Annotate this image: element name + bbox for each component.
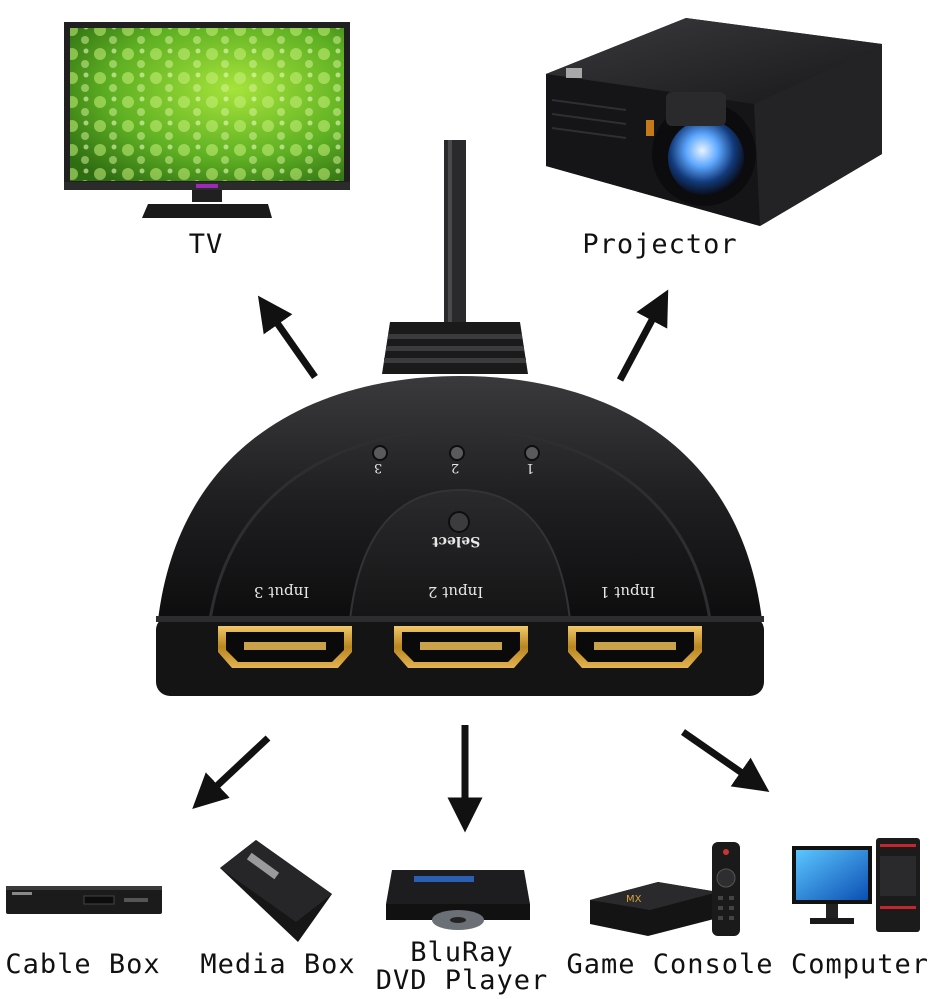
bluray-player-device [384, 862, 532, 934]
cable-box-device [4, 880, 164, 920]
arrow-to-projector [616, 289, 669, 382]
game-console-label: Game Console [566, 949, 774, 980]
arrow-to-computer [681, 729, 770, 792]
computer-device [790, 836, 924, 936]
media-box-label: Media Box [200, 949, 356, 980]
hdmi-output-cable [440, 140, 470, 340]
computer-label: Computer [790, 949, 930, 980]
media-box-device [210, 838, 334, 948]
game-console-device: MX [588, 838, 748, 942]
hdmi-switch: 3 2 1 Select Input 3 Input 2 Input 1 [150, 320, 770, 700]
tv-device [64, 22, 350, 220]
projector-device [546, 4, 886, 232]
tv-label: TV [188, 229, 224, 260]
arrow-to-tv [257, 295, 318, 380]
bluray-label-line1: BluRay [410, 937, 514, 968]
arrow-to-cable-box [192, 735, 271, 809]
svg-text:MX: MX [626, 894, 642, 905]
bluray-label-line2: DVD Player [375, 965, 549, 996]
projector-label: Projector [582, 229, 738, 260]
cable-box-label: Cable Box [5, 949, 161, 980]
